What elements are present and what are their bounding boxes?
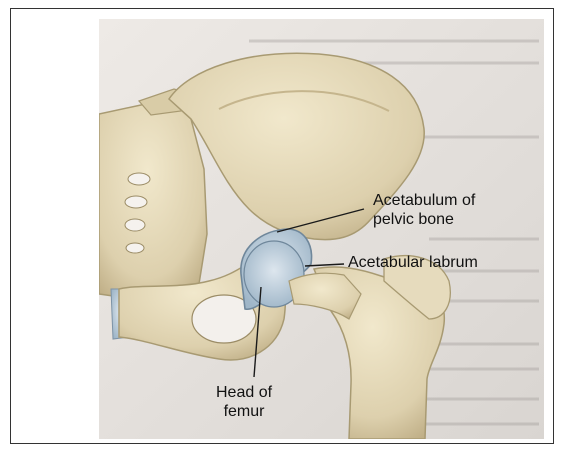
figure-frame: Acetabulum of pelvic bone Acetabular lab… xyxy=(10,8,554,444)
label-acetabulum-of-pelvic-bone: Acetabulum of pelvic bone xyxy=(373,191,475,229)
label-line: Acetabular labrum xyxy=(348,254,478,271)
label-line: Acetabulum of xyxy=(373,191,475,210)
label-head-of-femur: Head of femur xyxy=(216,383,272,421)
label-line: pelvic bone xyxy=(373,210,475,229)
sacrum xyxy=(99,99,207,304)
label-acetabular-labrum: Acetabular labrum xyxy=(348,253,478,272)
label-line: Head of xyxy=(216,383,272,402)
hip-joint-illustration xyxy=(99,19,544,439)
label-line: femur xyxy=(216,402,272,421)
